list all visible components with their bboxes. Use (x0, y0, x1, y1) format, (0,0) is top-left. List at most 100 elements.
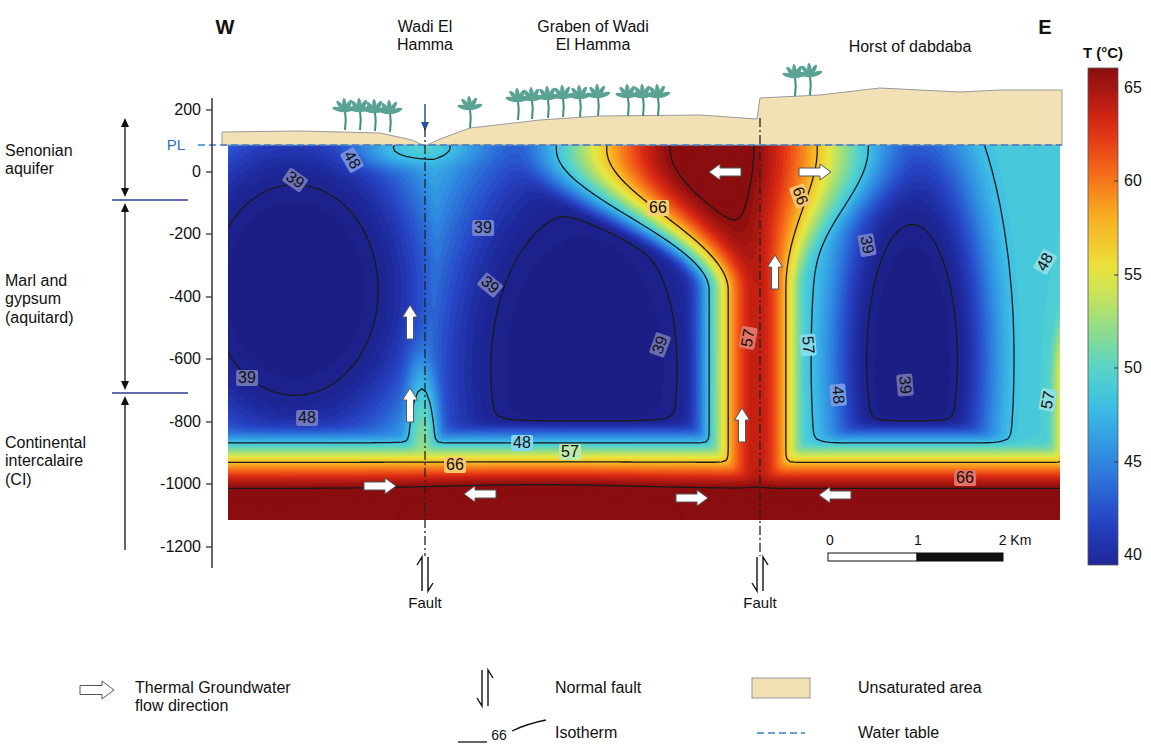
location-label: Wadi El Hamma (386, 18, 464, 55)
temperature-band (228, 145, 1060, 520)
temperature-band (228, 145, 1060, 520)
flow-arrow (819, 487, 851, 503)
wadi-flow-arrow (424, 104, 426, 123)
isotherm-label: 39 (896, 373, 914, 396)
normal-fault-symbol (752, 557, 768, 591)
compass-letter: E (1038, 16, 1051, 39)
isotherm-label: 66 (954, 470, 976, 486)
temperature-band (228, 145, 1060, 520)
temperature-band (228, 145, 1060, 520)
legend-isotherm-line (512, 720, 546, 731)
legend-text: Isotherm (555, 724, 617, 742)
axis-tick (206, 483, 212, 484)
temperature-band (228, 145, 1060, 520)
isotherm-label: 48 (296, 410, 318, 426)
isotherm-label: 57 (738, 326, 758, 350)
flow-arrow (464, 486, 496, 502)
strata-label: Continental intercalaire (CI) (5, 434, 86, 489)
colorbar-label: 60 (1124, 172, 1142, 190)
colorbar-tick-mark (1114, 368, 1118, 369)
temperature-band (228, 145, 1060, 520)
temperature-band (228, 145, 1060, 520)
isotherm-label: 66 (789, 183, 811, 209)
temperature-band (228, 145, 1060, 520)
bracket-arrowhead (121, 118, 129, 127)
temperature-band (228, 145, 1060, 520)
bracket-arrowhead (121, 203, 129, 212)
colorbar-label: 55 (1124, 266, 1142, 284)
palm-tree (377, 100, 403, 132)
scale-bar-segment (917, 553, 1003, 561)
bracket-arrowhead (121, 188, 129, 197)
isotherm-line (228, 145, 1060, 520)
temperature-band (228, 145, 1060, 520)
scale-label: 0 (826, 532, 834, 548)
location-label: Graben of Wadi El Hamma (531, 18, 655, 55)
colorbar-tick-mark (1114, 88, 1118, 89)
normal-fault-symbol (477, 670, 493, 706)
temperature-band (228, 145, 1060, 520)
temperature-band (228, 145, 1060, 520)
palm-tree (567, 85, 593, 117)
temperature-band (228, 145, 1060, 520)
temperature-band (228, 145, 1060, 520)
flow-arrow (403, 388, 418, 422)
temperature-band (228, 145, 1060, 520)
strata-boundary (112, 392, 188, 393)
temperature-band (228, 145, 1060, 520)
legend-text: Unsaturated area (858, 679, 982, 697)
bracket-arrowhead (121, 396, 129, 405)
legend-water-table (757, 732, 805, 734)
palm-tree (645, 84, 671, 116)
flow-arrow (709, 164, 741, 180)
temperature-band (228, 145, 1060, 520)
axis-tick (206, 421, 212, 422)
colorbar-tick-mark (1114, 275, 1118, 276)
temperature-map (228, 145, 1060, 520)
isotherm-label: 66 (647, 200, 669, 216)
temperature-band (228, 145, 1060, 520)
isotherm-label: 48 (1033, 249, 1058, 276)
palm-tree (797, 63, 823, 95)
colorbar-tick-mark (1114, 181, 1118, 182)
axis-tick (206, 358, 212, 359)
isotherm-label: 57 (799, 333, 817, 356)
colorbar-label: 45 (1124, 453, 1142, 471)
temperature-band (228, 145, 1060, 520)
temperature-band (228, 145, 1060, 520)
temperature-band (228, 145, 1060, 520)
flow-arrow (676, 490, 708, 506)
isotherm-label: 48 (829, 383, 847, 406)
isotherm-label: 39 (472, 220, 494, 236)
temperature-band (228, 145, 1060, 520)
temperature-band (228, 145, 1060, 520)
compass-letter: W (216, 16, 235, 39)
temperature-band (228, 492, 1060, 520)
temperature-band (228, 145, 1060, 520)
colorbar-tick-mark (1114, 462, 1118, 463)
axis-tick (206, 109, 212, 110)
isotherm-label: 39 (477, 272, 504, 298)
colorbar-label: 65 (1124, 79, 1142, 97)
temperature-band (228, 145, 1060, 520)
isotherm-label: 39 (236, 370, 258, 386)
palm-trees (332, 63, 823, 132)
water-level-label: PL (167, 136, 185, 153)
isotherm-label: 66 (444, 457, 466, 473)
axis-label: 0 (192, 163, 201, 181)
flow-arrow (768, 255, 783, 289)
isotherm-line (228, 145, 1060, 520)
isotherm-line (228, 145, 1060, 520)
legend-flow-arrow (80, 681, 114, 699)
flow-arrow (403, 305, 418, 339)
water-table-line (198, 144, 1062, 146)
temperature-band (228, 145, 1060, 520)
strata-label: Senonian aquifer (5, 142, 73, 179)
temperature-band (228, 145, 1060, 520)
strata-bracket (124, 120, 125, 195)
temperature-band (228, 145, 1060, 520)
temperature-band (228, 145, 1060, 520)
temperature-band (228, 145, 1060, 520)
